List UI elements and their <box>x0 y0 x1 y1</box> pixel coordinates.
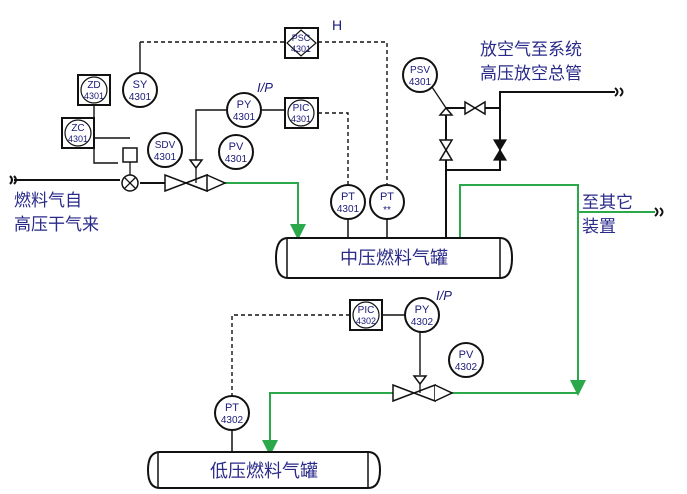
pt1-num: 4301 <box>337 204 360 215</box>
outlet-label-line2: 装置 <box>582 217 616 237</box>
zc-tag: ZC <box>71 123 84 134</box>
zc-box: ZC 4301 <box>61 117 95 149</box>
pv4302-bubble: PV 4302 <box>448 342 484 378</box>
pv1-num: 4301 <box>225 154 248 165</box>
vent-gate-valves <box>438 100 508 161</box>
sdv-valve <box>121 147 139 192</box>
psc-box: PSC 4301 <box>284 27 319 59</box>
py4301-bubble: PY 4301 <box>226 92 262 128</box>
psv-tag: PSV <box>410 65 430 76</box>
pic1-num: 4301 <box>291 114 311 124</box>
h-mark: H <box>332 17 342 33</box>
pic4301-box: PIC 4301 <box>284 97 319 129</box>
pic1-tag: PIC <box>293 103 310 114</box>
pv4301-bubble: PV 4301 <box>218 134 254 170</box>
pt4302-bubble: PT 4302 <box>214 395 250 452</box>
pic2-num: 4302 <box>356 316 376 326</box>
py2-num: 4302 <box>411 317 434 328</box>
lp-drum-label: 低压燃料气罐 <box>210 461 318 482</box>
zd-num: 4301 <box>84 91 104 101</box>
sy-bubble: SY 4301 <box>122 72 158 108</box>
inlet-label-line2: 高压干气来 <box>14 215 99 235</box>
sdv-tag: SDV <box>155 140 176 151</box>
lp-inlet-pipe <box>262 392 393 456</box>
psv-num: 4301 <box>409 77 432 88</box>
pic2-to-pt3-line <box>231 314 350 395</box>
sy-num: 4301 <box>129 92 152 103</box>
py1-tag: PY <box>237 99 252 111</box>
pic2-tag: PIC <box>358 305 375 316</box>
pt2-tag: PT <box>380 191 394 203</box>
vent-break <box>614 87 624 97</box>
sy-tag: SY <box>133 79 148 91</box>
vent-label-line2: 高压放空总管 <box>480 64 582 84</box>
inlet-break <box>9 175 17 185</box>
pic1-to-pt1-line <box>318 112 349 184</box>
pt2-num: ** <box>383 205 391 216</box>
mp-drum-label: 中压燃料气罐 <box>340 248 448 269</box>
mp-outlet-pipe <box>459 184 586 396</box>
pt-star-bubble: PT ** <box>369 184 405 238</box>
psc-num: 4301 <box>291 44 311 54</box>
pic4302-box: PIC 4302 <box>349 299 383 331</box>
zd-zc-line <box>93 105 118 164</box>
py1-to-pv1-line <box>195 109 226 160</box>
psc-to-pt2-line <box>318 41 388 184</box>
pt3-num: 4302 <box>221 415 244 426</box>
outlet-break <box>654 207 664 217</box>
bypass-branch <box>446 108 501 171</box>
py2-tag: PY <box>415 304 430 316</box>
pv2-tag: PV <box>459 349 474 361</box>
pt3-tag: PT <box>225 402 239 414</box>
py1-num: 4301 <box>233 112 256 123</box>
sdv-bubble: SDV 4301 <box>147 132 183 168</box>
mp-drum: 中压燃料气罐 <box>274 237 514 279</box>
psc-tag: PSC <box>292 33 311 43</box>
psv4301-bubble: PSV 4301 <box>402 57 447 109</box>
lp-drum: 低压燃料气罐 <box>146 451 382 489</box>
pt1-tag: PT <box>341 191 355 203</box>
pv-outlet-pipe <box>225 182 306 240</box>
zd-tag: ZD <box>87 80 100 91</box>
zc-num: 4301 <box>68 134 88 144</box>
pv4301-valve <box>164 159 227 193</box>
pt4301-bubble: PT 4301 <box>330 184 366 238</box>
sdv-num: 4301 <box>154 152 177 163</box>
ip-mark-1: I/P <box>257 80 273 95</box>
inlet-label-line1: 燃料气自 <box>14 191 82 211</box>
vent-label-line1: 放空气至系统 <box>480 40 582 60</box>
pv2-num: 4302 <box>455 362 478 373</box>
py4302-bubble: PY 4302 <box>404 297 440 333</box>
zd-box: ZD 4301 <box>77 74 111 106</box>
pv4302-valve <box>392 375 454 403</box>
pv1-tag: PV <box>229 141 244 153</box>
ip-mark-2: I/P <box>436 288 452 303</box>
outlet-label-line1: 至其它 <box>582 193 633 213</box>
